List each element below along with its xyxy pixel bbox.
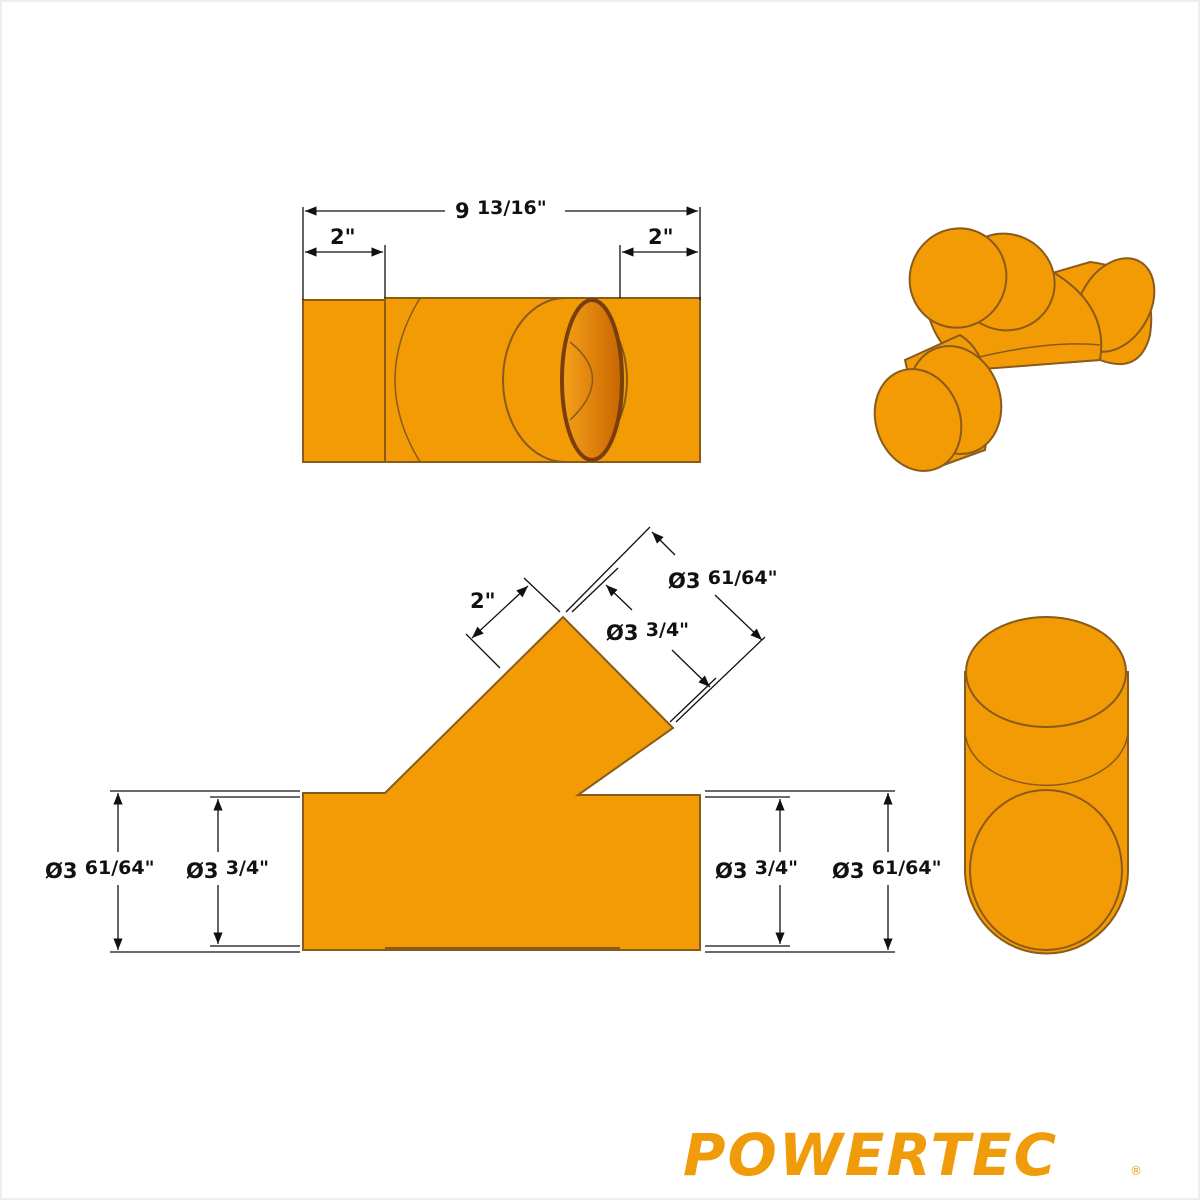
side-view — [964, 616, 1129, 955]
branch-outer-dia-label: Ø3 61/64" — [668, 567, 778, 593]
registered-mark: ® — [1130, 1164, 1142, 1178]
left-socket-length-label: 2" — [330, 225, 356, 249]
powertec-logo: POWERTEC ® — [683, 1121, 1142, 1189]
left-inner-dia-label: Ø3 3/4" — [186, 857, 269, 883]
right-inner-dia-label: Ø3 3/4" — [715, 857, 798, 883]
top-view: 9 13/16" 2" 2" — [302, 197, 701, 463]
branch-inner-dia-label: Ø3 3/4" — [606, 619, 689, 645]
right-socket-length-label: 2" — [648, 225, 674, 249]
left-socket — [302, 299, 386, 463]
branch-socket-length-label: 2" — [470, 589, 496, 613]
logo-text: POWERTEC — [683, 1121, 1058, 1189]
wye-section — [302, 615, 701, 951]
front-view: Ø3 61/64" Ø3 3/4" Ø3 3/4" Ø3 61/64" 2" Ø… — [45, 526, 942, 953]
overall-length-label: 9 13/16" — [455, 197, 547, 223]
isometric-view — [873, 227, 1156, 472]
right-outer-dia-label: Ø3 61/64" — [832, 857, 942, 883]
left-outer-dia-label: Ø3 61/64" — [45, 857, 155, 883]
